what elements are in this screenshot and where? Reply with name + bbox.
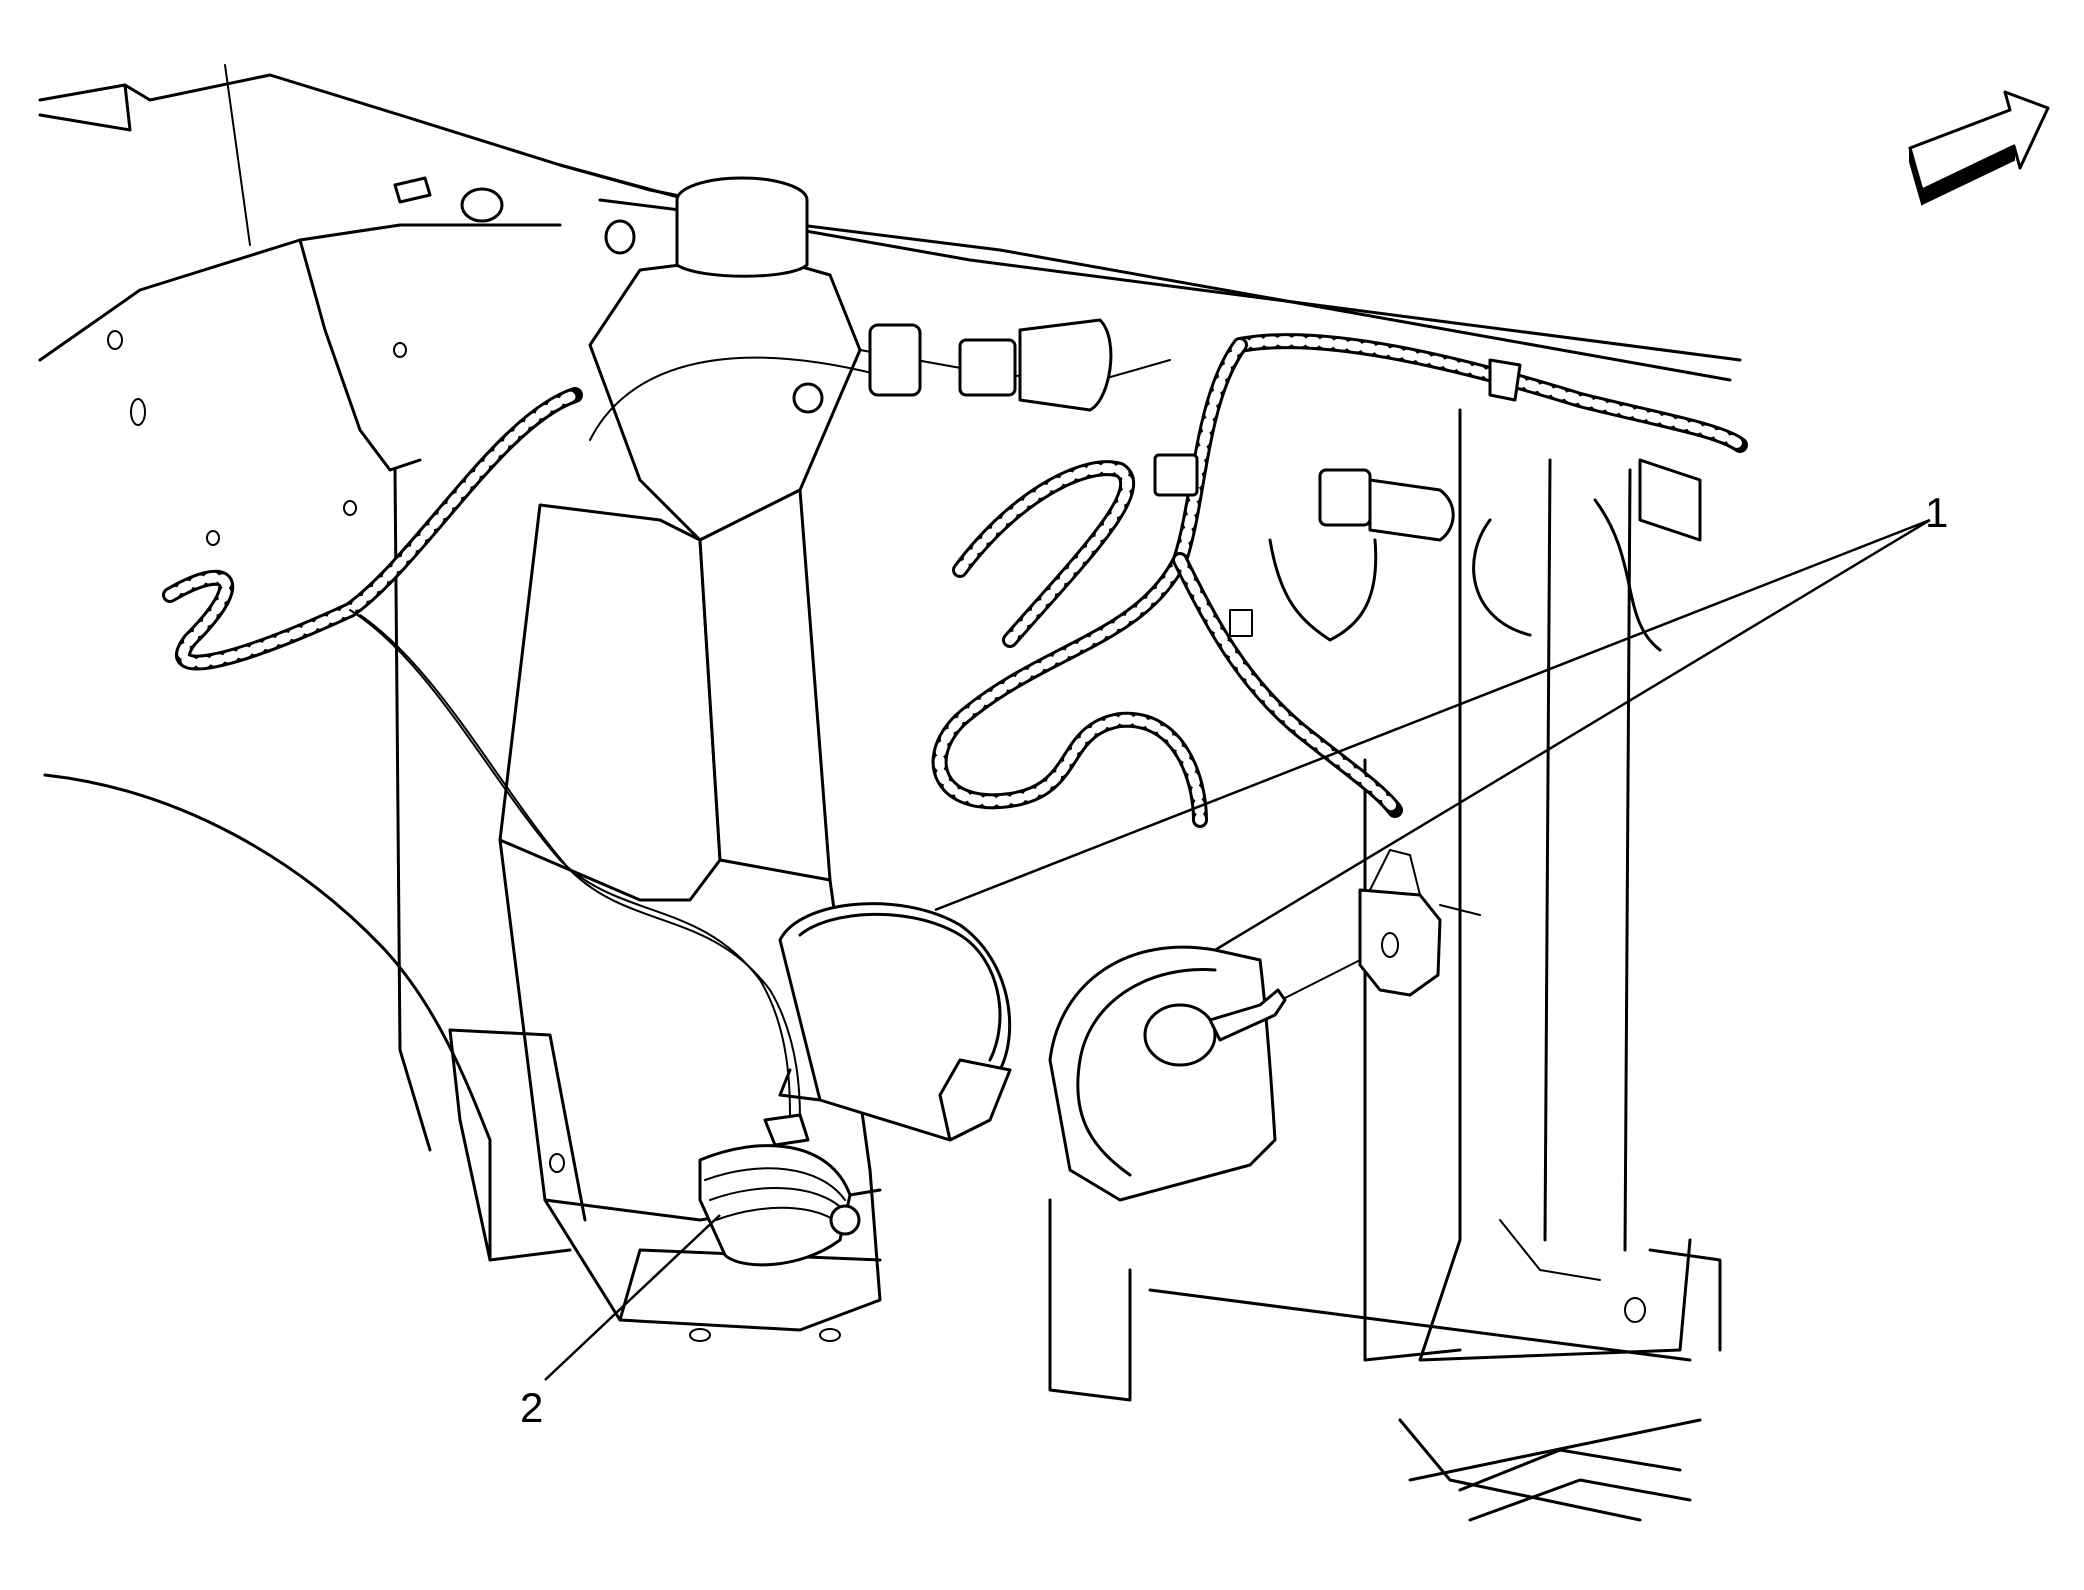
horn-sensor: [698, 1113, 861, 1267]
callout-1: 1: [934, 489, 1948, 952]
connectors: [393, 176, 1522, 542]
callout-1-label: 1: [1925, 489, 1948, 536]
horn-bracket-clip: [1358, 849, 1481, 997]
horn-right: [1048, 945, 1381, 1202]
radiator-support: [558, 163, 1742, 1522]
wiring-harness: [162, 333, 1748, 1121]
callout-2-label: 2: [520, 1384, 543, 1431]
horn-left: [778, 902, 1012, 1142]
forward-arrow-icon: [1908, 90, 2050, 206]
callout-2: 2: [520, 1214, 721, 1431]
